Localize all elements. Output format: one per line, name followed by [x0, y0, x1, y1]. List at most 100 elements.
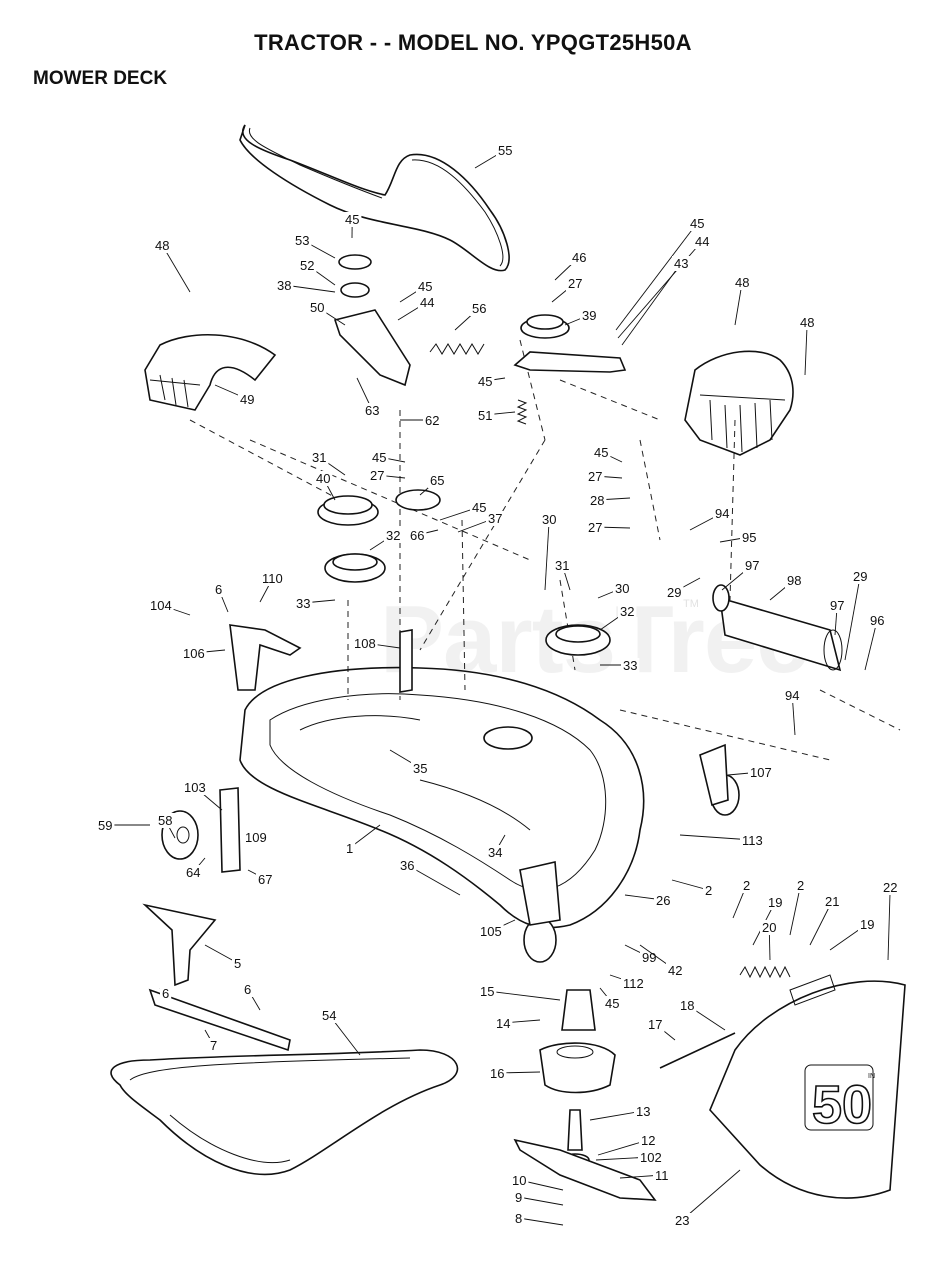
callout-background — [618, 604, 637, 619]
callout: 108 — [352, 636, 401, 651]
part-number-label: 94 — [715, 506, 729, 521]
callout-background — [588, 493, 607, 508]
part-number-label: 96 — [870, 613, 884, 628]
part-number-label: 35 — [413, 761, 427, 776]
leader-line — [518, 1217, 564, 1226]
callout-background — [566, 276, 585, 291]
bracket-5 — [142, 903, 217, 987]
callout-background — [428, 473, 447, 488]
callout-background — [621, 658, 640, 673]
callout: 19 — [829, 917, 877, 951]
callout: 58 — [156, 813, 176, 839]
part-number-label: 33 — [296, 596, 310, 611]
callout-background — [416, 279, 435, 294]
part-number-label: 2 — [705, 883, 712, 898]
part-number-label: 48 — [155, 238, 169, 253]
part-number-label: 38 — [277, 278, 291, 293]
callout-background — [783, 688, 802, 703]
part-number-label: 37 — [488, 511, 502, 526]
callout: 42 — [639, 944, 685, 978]
part-number-label: 14 — [496, 1016, 510, 1031]
callout: 34 — [486, 834, 506, 860]
callout-background — [672, 256, 691, 271]
callout-background — [586, 469, 605, 484]
callout: 48 — [798, 315, 817, 376]
part-number-label: 29 — [853, 569, 867, 584]
part-number-label: 31 — [555, 558, 569, 573]
callout-background — [654, 893, 673, 908]
callout: 29 — [665, 577, 701, 600]
part-number-label: 19 — [860, 917, 874, 932]
callout: 53 — [293, 233, 336, 259]
callout: 112 — [609, 974, 647, 991]
leader-line — [681, 1169, 741, 1221]
callout-background — [740, 833, 766, 848]
part-number-label: 44 — [695, 234, 709, 249]
callout: 27 — [368, 468, 406, 483]
part-number-label: 7 — [210, 1038, 217, 1053]
part-number-label: 26 — [656, 893, 670, 908]
callout-background — [148, 598, 174, 613]
callout: 96 — [864, 613, 887, 671]
page-title: TRACTOR - - MODEL NO. YPQGT25H50A — [254, 30, 692, 55]
callout: 37 — [457, 511, 505, 533]
callout-background — [368, 468, 387, 483]
part-number-label: 65 — [430, 473, 444, 488]
callout-background — [153, 238, 172, 253]
callout-background — [733, 275, 752, 290]
callout-background — [398, 858, 417, 873]
callout: 97 — [721, 558, 762, 591]
belt-54 — [110, 1049, 459, 1176]
callout-background — [260, 571, 286, 586]
part-number-label: 2 — [797, 878, 804, 893]
callout: 43 — [621, 256, 691, 346]
callout: 56 — [454, 301, 489, 331]
callout-background — [748, 765, 774, 780]
callout-background — [476, 374, 495, 389]
callout-background — [513, 1190, 525, 1205]
leader-line — [864, 619, 878, 671]
part-number-label: 30 — [615, 581, 629, 596]
callout: 19 — [752, 895, 785, 946]
part-number-label: 45 — [605, 996, 619, 1011]
blade-11 — [513, 1138, 657, 1201]
callout-background — [638, 1150, 664, 1165]
callout-background — [868, 613, 887, 628]
leader-line — [518, 1196, 564, 1206]
part-number-label: 45 — [345, 212, 359, 227]
callout-background — [823, 894, 842, 909]
callout-background — [384, 528, 403, 543]
callout: 6 — [213, 582, 229, 613]
callout-background — [646, 1017, 665, 1032]
callout: 31 — [553, 558, 572, 591]
part-number-label: 45 — [594, 445, 608, 460]
part-number-label: 102 — [640, 1150, 662, 1165]
callout: 17 — [646, 1017, 676, 1041]
part-number-label: 106 — [183, 646, 205, 661]
callout: 45 — [615, 216, 707, 331]
part-number-label: 48 — [800, 315, 814, 330]
part-number-label: 2 — [743, 878, 750, 893]
callout-background — [486, 845, 505, 860]
callout-background — [308, 300, 327, 315]
part-number-label: 112 — [623, 976, 644, 991]
callout-background — [740, 530, 759, 545]
callout: 27 — [586, 469, 623, 484]
callout: 32 — [599, 604, 637, 631]
callout: 7 — [204, 1029, 220, 1053]
callout: 21 — [809, 894, 842, 946]
shield-49 — [144, 333, 277, 411]
part-number-label: 27 — [588, 520, 602, 535]
callout: 94 — [783, 688, 802, 736]
callout: 29 — [844, 569, 870, 661]
callout: 11 — [619, 1168, 672, 1183]
callout: 98 — [769, 573, 804, 601]
callout-background — [510, 1173, 529, 1188]
callout: 97 — [828, 598, 847, 636]
part-number-label: 55 — [498, 143, 512, 158]
callout: 109 — [243, 829, 269, 845]
rod-17 — [659, 1032, 736, 1069]
part-number-label: 66 — [410, 528, 424, 543]
part-number-label: 31 — [312, 450, 326, 465]
part-number-label: 6 — [244, 982, 251, 997]
